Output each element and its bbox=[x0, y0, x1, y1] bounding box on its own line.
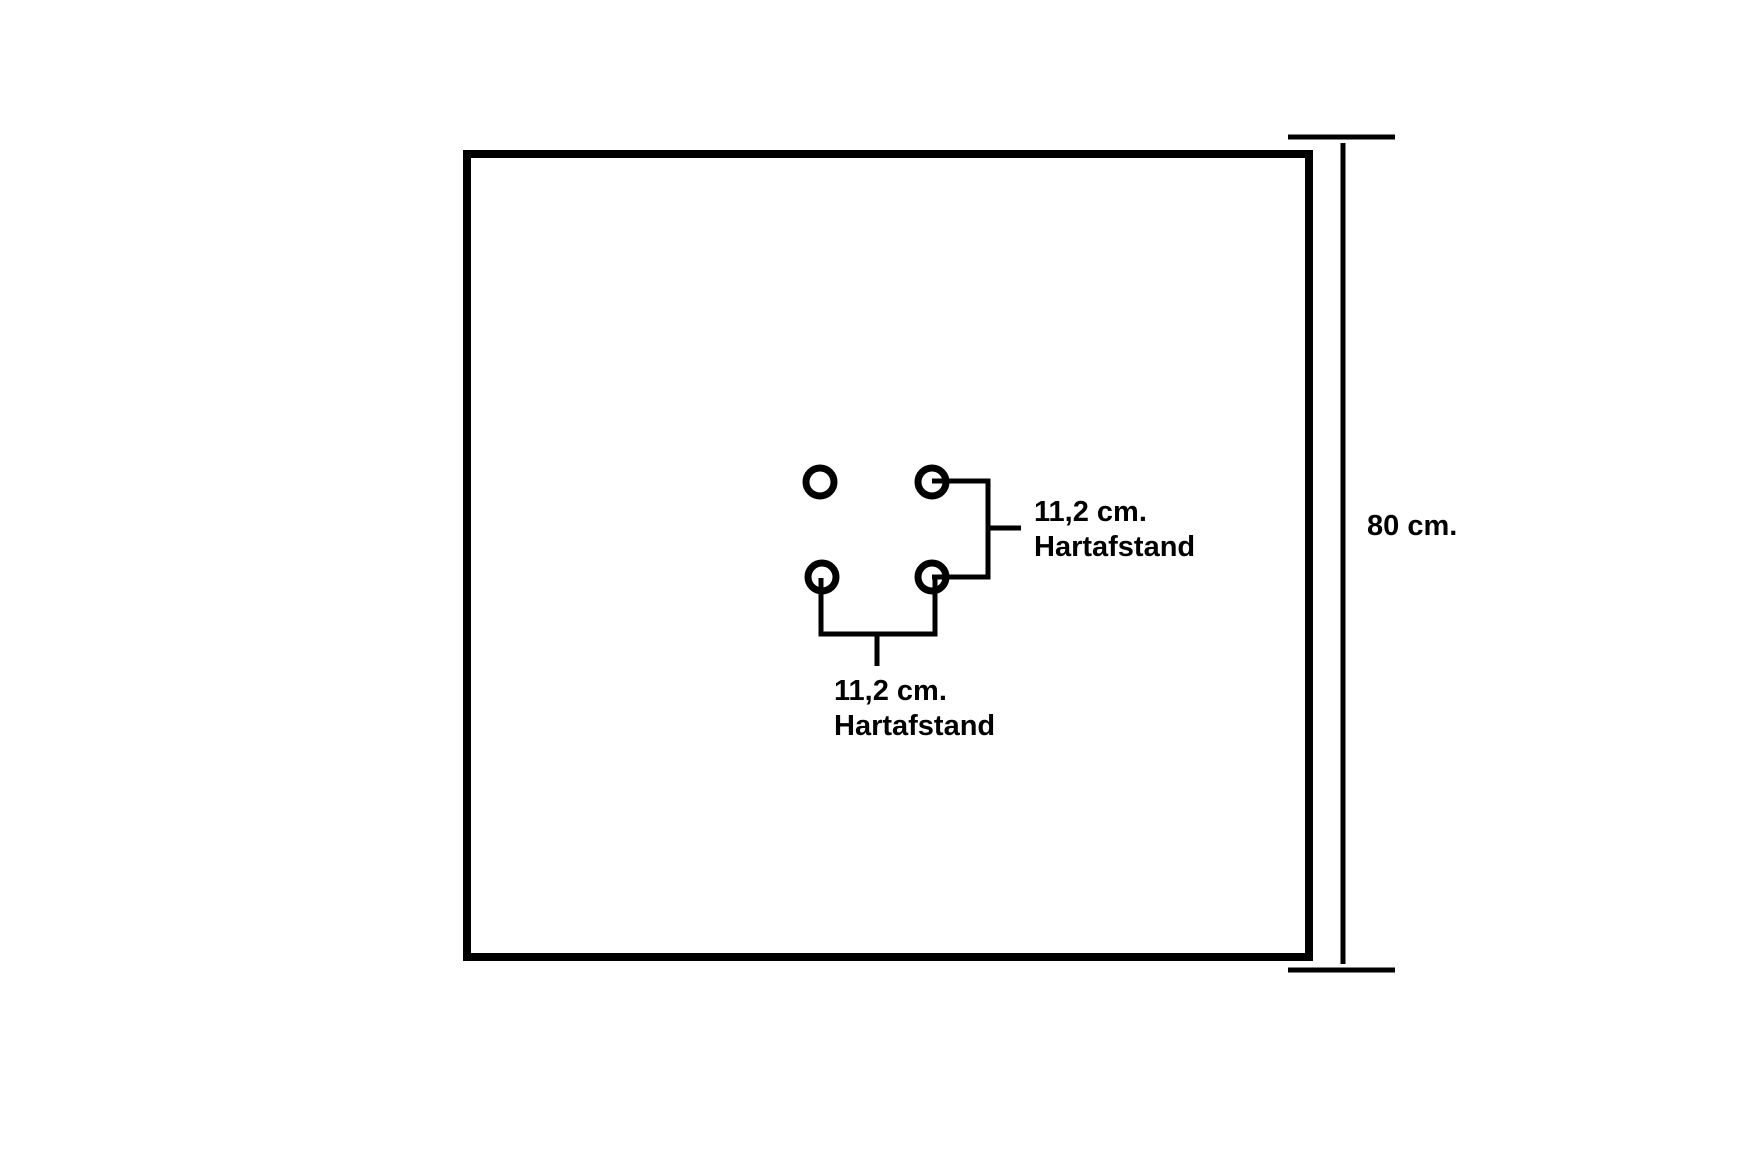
height-dimension: 80 cm. bbox=[1288, 134, 1457, 973]
horizontal-spacing-caption: Hartafstand bbox=[834, 710, 995, 742]
horizontal-spacing-bracket: 11,2 cm. Hartafstand bbox=[818, 578, 995, 742]
vertical-spacing-bracket: 11,2 cm. Hartafstand bbox=[932, 478, 1195, 580]
horizontal-spacing-value: 11,2 cm. bbox=[834, 675, 947, 707]
height-dimension-label: 80 cm. bbox=[1367, 510, 1457, 542]
vertical-spacing-caption: Hartafstand bbox=[1034, 531, 1195, 563]
plate-outline bbox=[463, 150, 1313, 961]
vertical-spacing-value: 11,2 cm. bbox=[1034, 496, 1147, 528]
hole-top-left bbox=[802, 464, 838, 500]
mounting-holes bbox=[802, 464, 950, 595]
